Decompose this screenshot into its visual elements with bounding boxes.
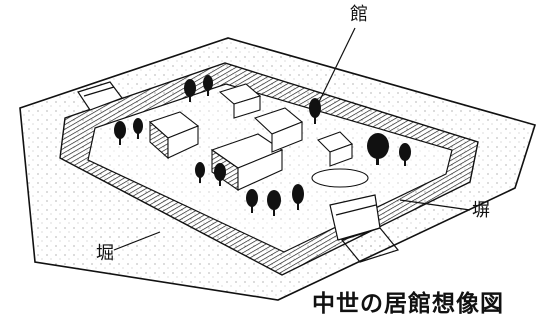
south-gate — [329, 194, 400, 263]
main-hall — [210, 107, 304, 192]
trees — [114, 75, 411, 216]
pond — [311, 168, 369, 188]
mansion-leader-line — [317, 27, 356, 105]
leader-lines — [113, 27, 471, 251]
figure-caption: 中世の居館想像図 — [312, 291, 504, 317]
moat-label: 堀 — [96, 243, 114, 264]
north-building — [218, 83, 262, 119]
fence-leader-line — [399, 199, 471, 211]
fence-label: 塀 — [472, 200, 490, 221]
west-gate — [77, 81, 123, 111]
mansion-label: 館 — [350, 4, 368, 25]
east-building — [317, 131, 353, 167]
moat-leader-line — [113, 231, 161, 251]
west-building — [148, 111, 200, 160]
